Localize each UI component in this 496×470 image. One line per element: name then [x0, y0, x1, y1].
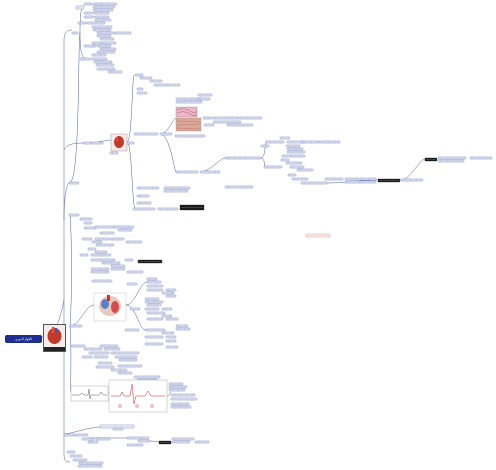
branch-line [400, 158, 426, 181]
tissue-image-bottom [175, 117, 202, 132]
branch-line [159, 117, 177, 135]
mind-map-node[interactable] [90, 267, 110, 271]
branch-line [69, 31, 81, 183]
mind-map-node[interactable] [263, 165, 283, 169]
mind-map-node[interactable] [93, 60, 113, 64]
branch-line [166, 391, 172, 397]
branch-line [126, 141, 136, 210]
mind-map-node[interactable] [90, 270, 110, 274]
branch-line [69, 304, 95, 327]
mind-map-node[interactable] [71, 31, 79, 35]
mind-map-node[interactable] [83, 347, 103, 351]
branch-line [260, 157, 265, 168]
mind-map-node[interactable] [144, 342, 164, 346]
tissue-image-top [175, 106, 198, 118]
mind-map-node[interactable] [96, 50, 116, 54]
heart-icon [47, 327, 62, 344]
heart-image-caption [44, 347, 65, 351]
mind-map-node[interactable] [101, 261, 121, 265]
branch-line [69, 325, 72, 393]
mind-map-node[interactable] [92, 28, 112, 32]
mind-map-node[interactable] [144, 300, 164, 304]
mind-map-node[interactable] [146, 311, 166, 315]
branch-line [69, 214, 72, 327]
central-heart-image [43, 324, 66, 352]
branch-line [149, 440, 160, 443]
root-title: الجهاز الدوري [15, 337, 32, 341]
mind-map-node[interactable] [95, 365, 115, 369]
branch-line [63, 142, 84, 151]
mind-map-node[interactable] [174, 134, 206, 138]
branch-line [199, 157, 226, 173]
mind-map-node[interactable] [144, 335, 164, 339]
heart-anatomy-image [93, 292, 127, 322]
ecg-image-right [108, 379, 168, 413]
branch-line [41, 29, 73, 338]
root-node[interactable]: الجهاز الدوري [5, 335, 42, 343]
mind-map-node[interactable] [286, 150, 306, 154]
embedded-images [70, 106, 202, 413]
branch-line [79, 5, 85, 33]
ecg-image-left [70, 385, 109, 402]
mind-map-nodes [63, 2, 493, 468]
mind-map-node[interactable] [171, 440, 191, 444]
mind-map-node[interactable] [95, 63, 115, 67]
mind-map-node[interactable] [168, 385, 188, 389]
mind-map-node[interactable] [136, 87, 144, 91]
mind-map-node[interactable] [96, 67, 116, 71]
heart-illustration-small [110, 133, 128, 152]
mind-map-node[interactable] [170, 402, 190, 406]
mind-map-node[interactable] [95, 243, 115, 247]
mind-map-node[interactable] [324, 177, 344, 181]
branch-line [63, 300, 71, 463]
branch-line [125, 304, 146, 331]
branch-line [63, 426, 101, 435]
branch-line [260, 141, 267, 159]
branch-line [125, 281, 148, 306]
branch-line [126, 74, 135, 143]
mind-map-node[interactable] [99, 344, 119, 348]
branch-line [159, 133, 177, 173]
mind-map-node[interactable] [86, 21, 106, 25]
mind-map-node[interactable] [118, 358, 138, 362]
mind-map-node[interactable] [265, 140, 285, 144]
